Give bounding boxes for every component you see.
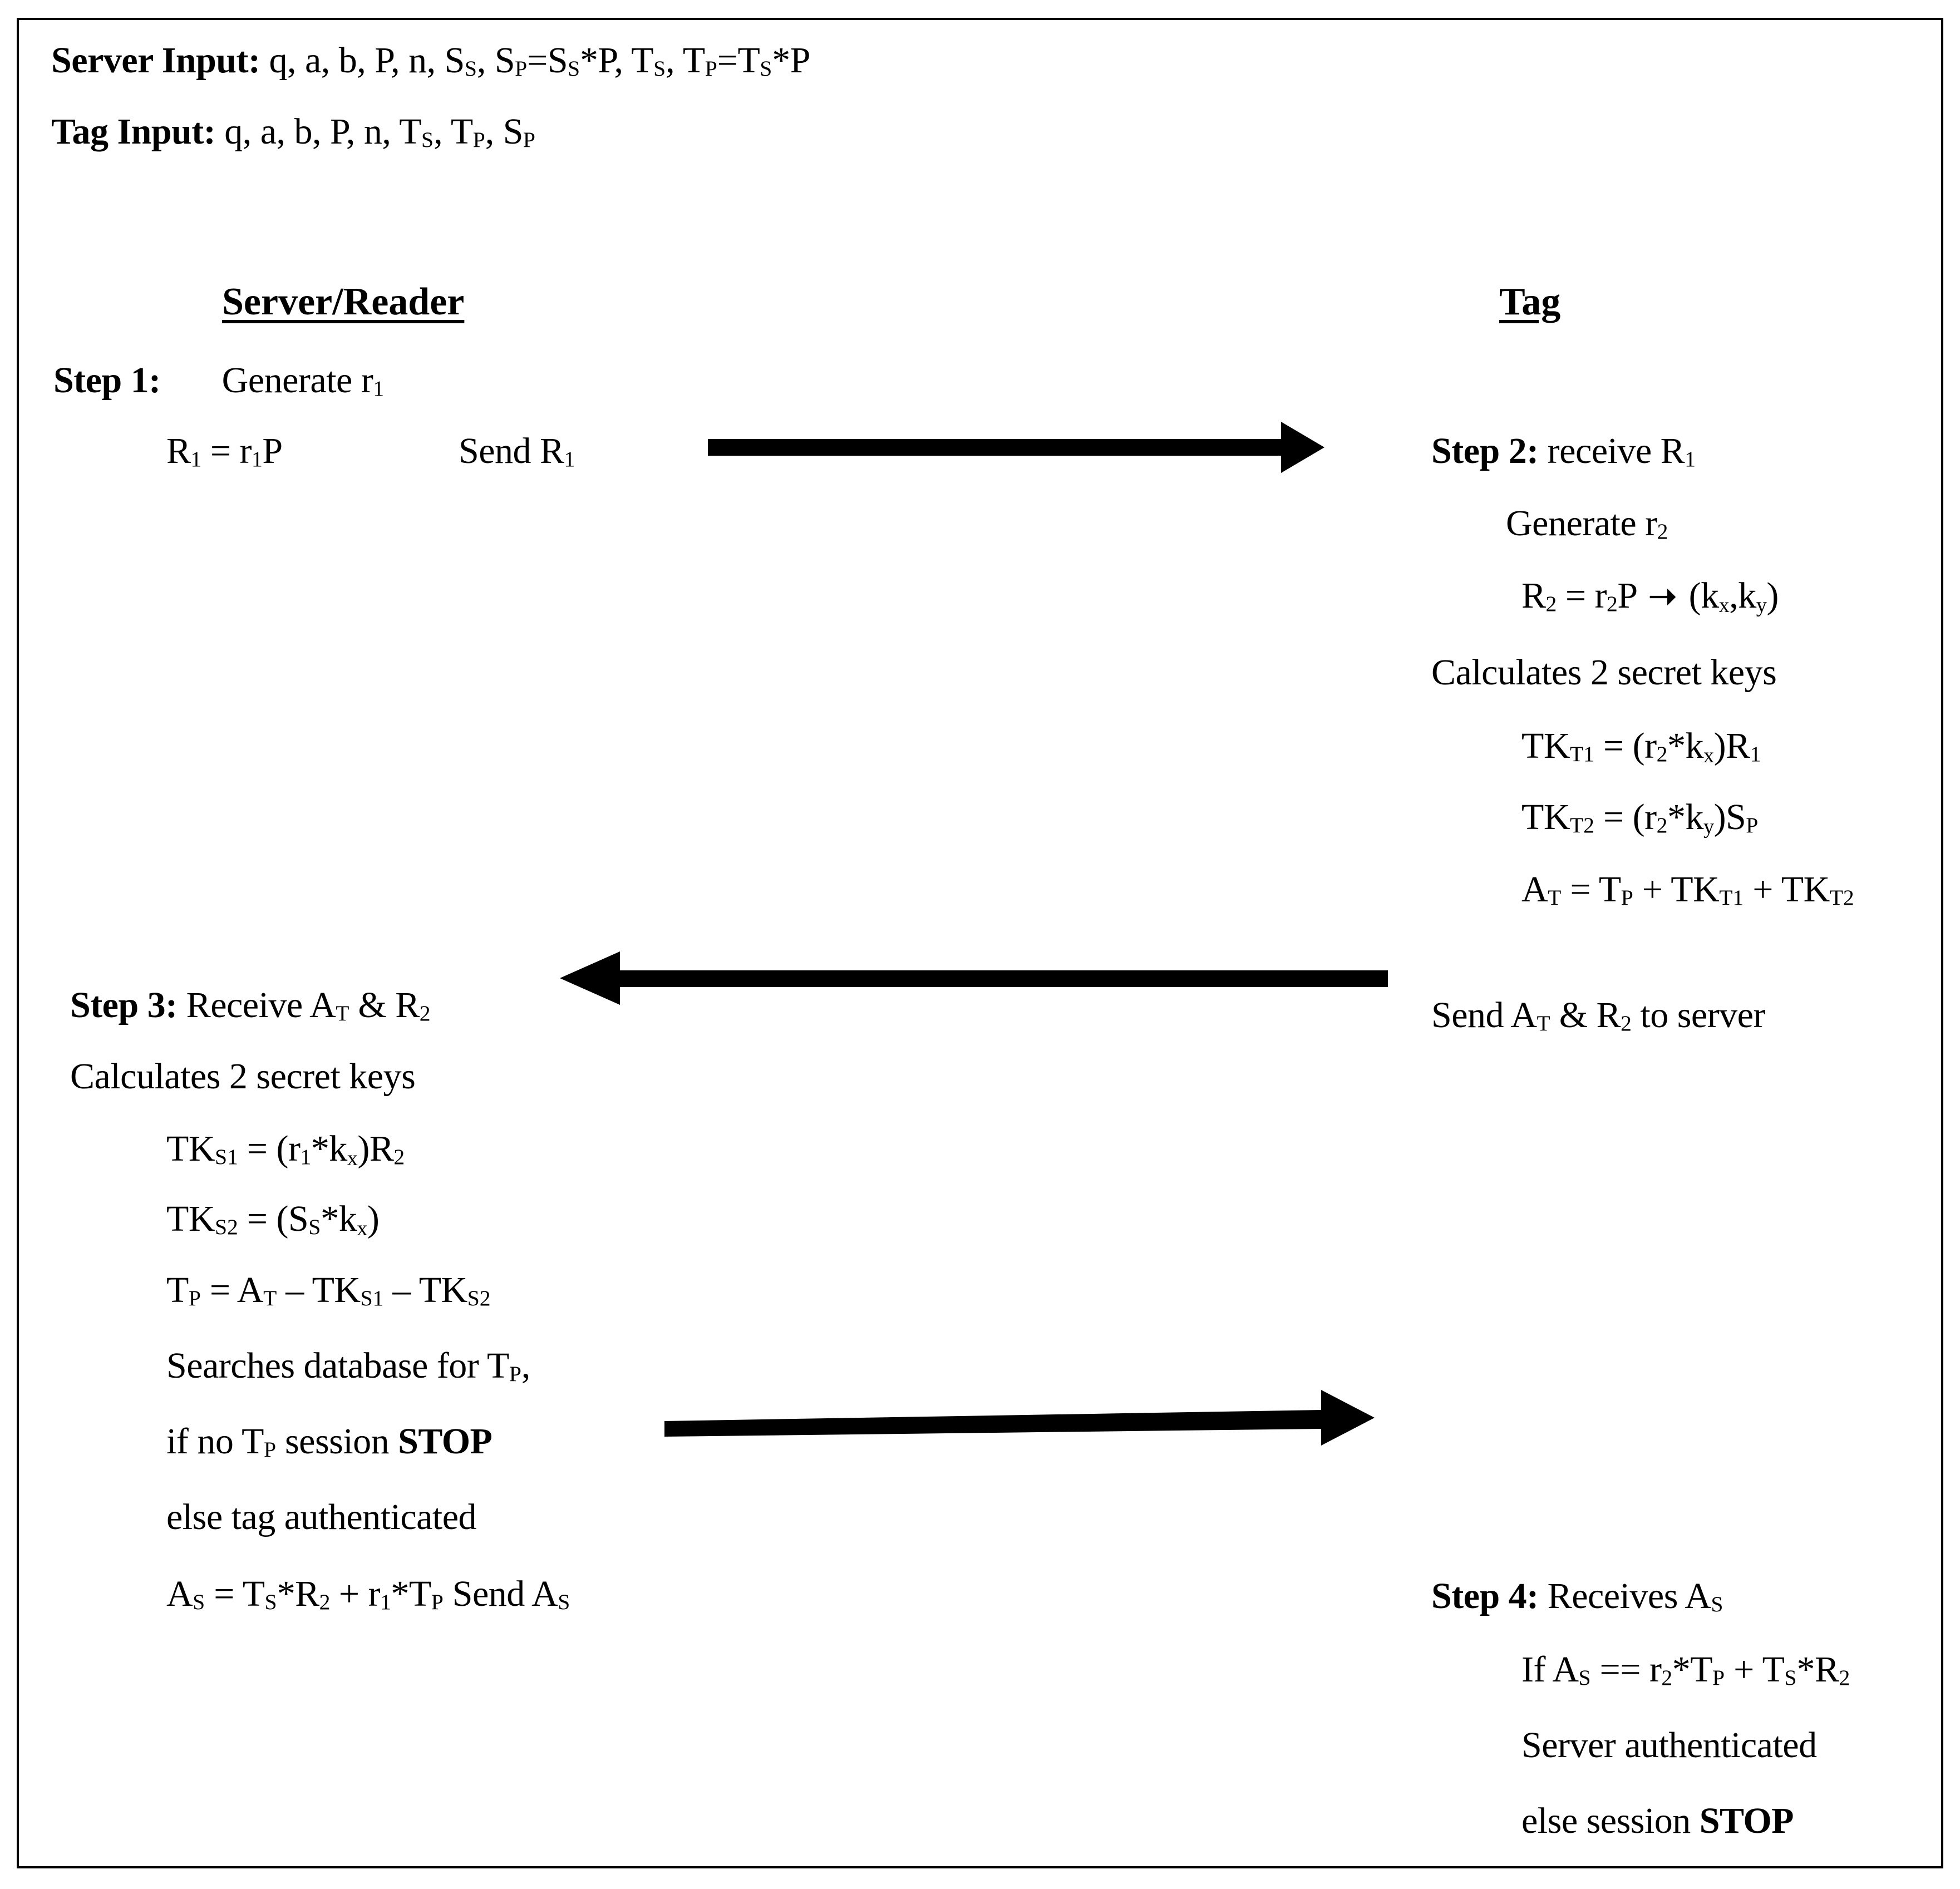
step-1-label: Step 1: [53,360,161,401]
step-2-send-to-server: Send AT & R2 to server [1431,995,1765,1036]
step-4-if-equation: If AS == r2*TP + TS*R2 [1521,1649,1850,1690]
step-3-label: Step 3: [70,985,178,1025]
step-3-tks1-equation: TKS1 = (r1*kx)R2 [166,1128,405,1170]
step-1-generate-text: Generate r1 [221,360,384,401]
column-heading-tag: Tag [1499,280,1561,323]
step-2-tkt1-equation: TKT1 = (r2*kx)R1 [1521,726,1761,767]
step-3-search-database: Searches database for TP, [166,1345,530,1387]
tag-input-value: q, a, b, P, n, TS, TP, SP [224,111,535,152]
step-2-receive-text: receive R1 [1547,431,1696,472]
right-arrow-icon: ➝ [1648,578,1677,615]
step-2-label: Step 2: [1431,431,1539,471]
step-1-send-r1-label: Send R1 [459,431,575,472]
tag-input-label: Tag Input: [51,111,216,152]
step-3-tag-authenticated: else tag authenticated [166,1497,477,1537]
step-1-heading: Step 1: Generate r1 [53,360,384,401]
tag-input-line: Tag Input: q, a, b, P, n, TS, TP, SP [51,111,535,152]
server-input-line: Server Input: q, a, b, P, n, SS, SP=SS*P… [51,40,810,81]
step-2-calculates-keys: Calculates 2 secret keys [1431,652,1777,693]
step-2-r2-equation: R2 = r2P ➝ (kx,ky) [1521,575,1779,617]
step-4-else-stop: else session STOP [1521,1801,1794,1841]
step-3-tp-equation: TP = AT – TKS1 – TKS2 [166,1270,491,1311]
stop-keyword-step4: STOP [1699,1801,1794,1841]
step-4-receives-text: Receives AS [1547,1576,1723,1617]
step-4-label: Step 4: [1431,1576,1539,1616]
step-2-heading: Step 2: receive R1 [1431,431,1696,472]
step-1-r1-equation: R1 = r1P [166,431,283,472]
message-arrow-2-left [542,938,1388,1005]
server-input-label: Server Input: [51,40,260,81]
step-3-tks2-equation: TKS2 = (SS*kx) [166,1198,380,1240]
step-3-calculates-keys: Calculates 2 secret keys [70,1056,416,1097]
server-input-value: q, a, b, P, n, SS, SP=SS*P, TS, TP=TS*P [269,40,810,81]
step-3-heading: Step 3: Receive AT & R2 [70,985,431,1026]
step-2-at-equation: AT = TP + TKT1 + TKT2 [1521,869,1854,910]
step-4-server-authenticated: Server authenticated [1521,1725,1817,1765]
step-2-tkt2-equation: TKT2 = (r2*ky)SP [1521,797,1759,839]
step-3-as-equation: AS = TS*R2 + r1*TP Send AS [166,1574,570,1615]
message-arrow-3-right [664,1383,1388,1456]
column-heading-server-reader: Server/Reader [222,280,465,323]
step-3-receive-text: Receive AT & R2 [186,985,431,1026]
diagram-canvas: Server Input: q, a, b, P, n, SS, SP=SS*P… [19,20,1941,1866]
stop-keyword-step3: STOP [398,1421,493,1462]
step-3-no-session-stop: if no TP session STOP [166,1421,493,1462]
message-arrow-1-right [708,410,1348,476]
figure-border: Server Input: q, a, b, P, n, SS, SP=SS*P… [17,18,1943,1868]
step-2-generate-r2: Generate r2 [1506,503,1668,544]
step-4-heading: Step 4: Receives AS [1431,1576,1723,1617]
